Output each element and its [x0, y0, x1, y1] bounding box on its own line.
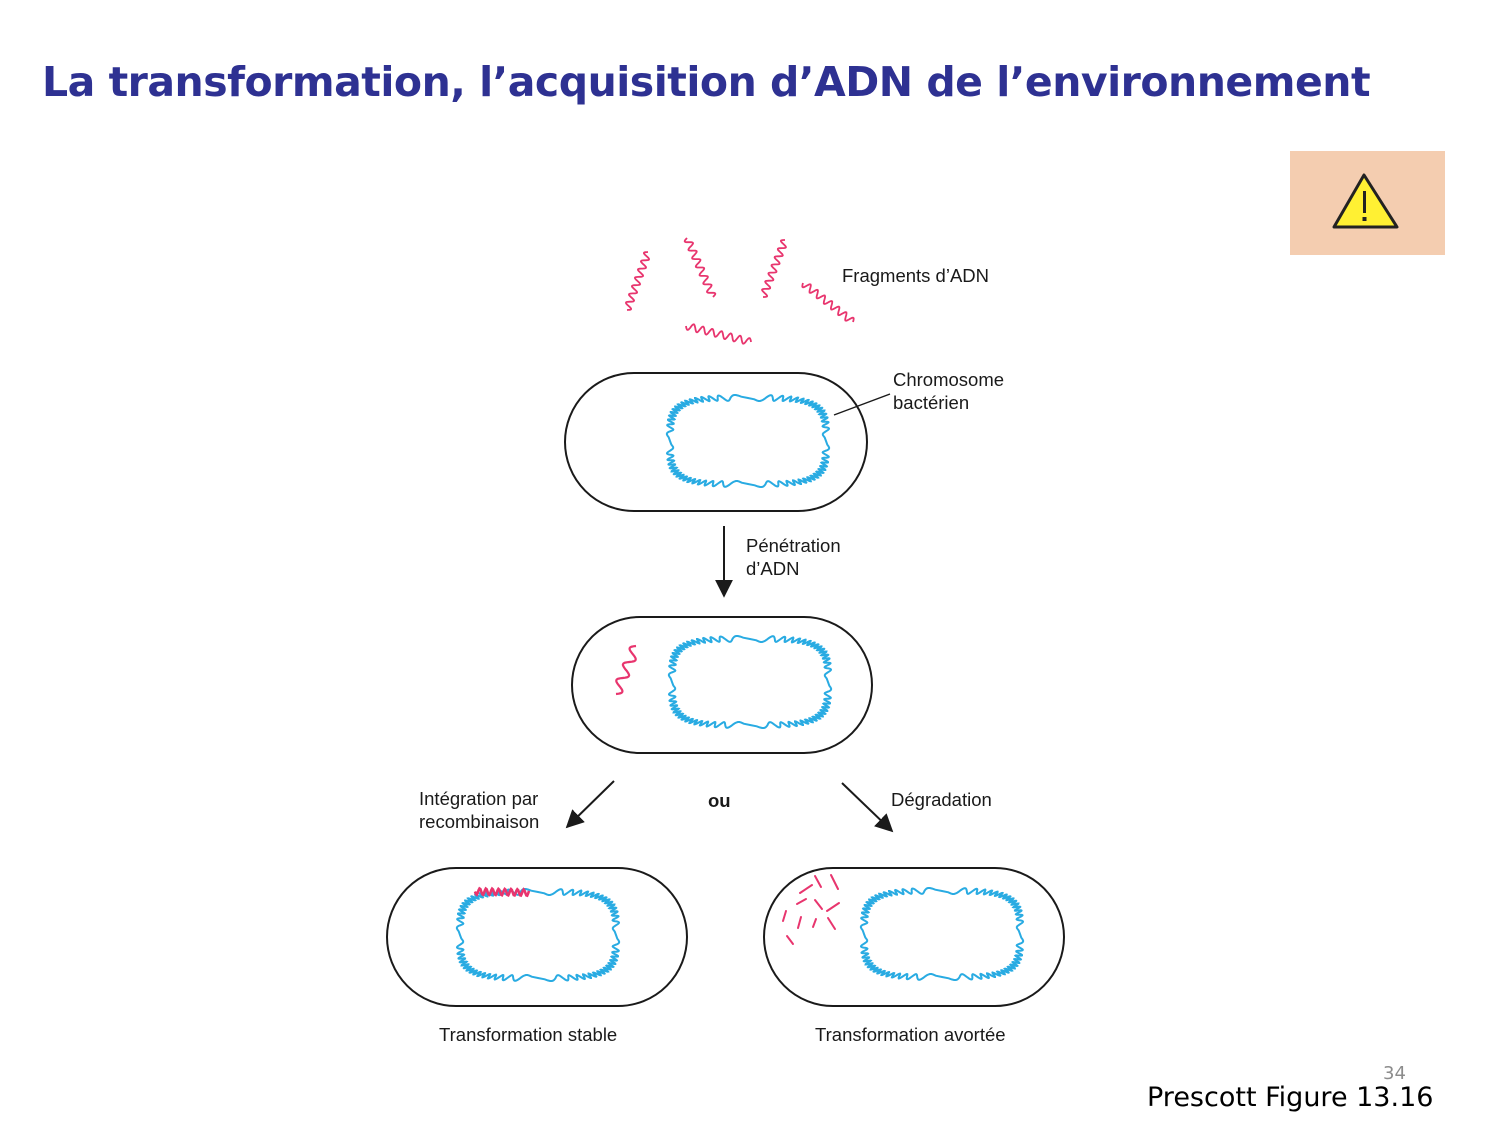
- dna-piece: [814, 875, 822, 888]
- warning-badge: [1290, 151, 1445, 255]
- dna-fragment: [685, 323, 752, 345]
- dna-piece: [827, 917, 836, 930]
- dna-piece: [830, 874, 839, 890]
- bacterium-aborted-transformation: [763, 867, 1065, 1007]
- warning-triangle-icon: [1332, 173, 1399, 229]
- degradation-arrow: [841, 782, 894, 833]
- dna-fragment: [615, 644, 637, 696]
- integration-arrow: [565, 780, 615, 829]
- dna-piece: [812, 918, 817, 928]
- dna-fragments: [625, 237, 855, 345]
- dna-fragment: [761, 239, 787, 298]
- label-or: ou: [708, 790, 731, 811]
- dna-fragment: [801, 282, 855, 323]
- dna-piece: [814, 899, 823, 910]
- dna-piece: [786, 935, 794, 945]
- label-penetration-line1: Pénétration: [746, 535, 841, 556]
- degraded-dna-pieces: [782, 874, 840, 945]
- dna-piece: [799, 884, 813, 894]
- bacterium-with-dna: [571, 616, 873, 754]
- chromosome-strand: [665, 394, 831, 488]
- bacterial-chromosome: [665, 394, 831, 488]
- chromosome-pointer-line: [833, 393, 891, 416]
- dna-fragment: [625, 251, 650, 311]
- dna-piece: [826, 902, 840, 912]
- chromosome-strand: [859, 887, 1025, 981]
- label-dna-fragments: Fragments d’ADN: [842, 265, 989, 286]
- dna-piece: [782, 910, 787, 922]
- page-number: 34: [1383, 1063, 1406, 1084]
- label-chromosome-line1: Chromosome: [893, 369, 1004, 390]
- label-chromosome-line2: bactérien: [893, 392, 969, 413]
- chromosome-strand: [455, 888, 621, 982]
- slide-title: La transformation, l’acquisition d’ADN d…: [42, 58, 1371, 106]
- bacterium-stable-transformation: [386, 867, 688, 1007]
- entered-dna-fragment: [615, 644, 637, 696]
- label-integration-line2: recombinaison: [419, 811, 539, 832]
- chromosome-strand: [667, 635, 833, 729]
- dna-piece: [797, 916, 802, 929]
- recombinant-chromosome: [455, 886, 621, 982]
- bacterium-initial: [564, 372, 891, 512]
- label-degradation: Dégradation: [891, 789, 992, 810]
- integrated-dna-segment: [473, 886, 531, 898]
- dna-piece: [796, 898, 807, 905]
- label-penetration-line2: d’ADN: [746, 558, 799, 579]
- source-caption: Prescott Figure 13.16: [1147, 1082, 1434, 1113]
- label-stable-transformation: Transformation stable: [439, 1024, 617, 1045]
- bacterial-chromosome: [859, 887, 1025, 981]
- label-integration-line1: Intégration par: [419, 788, 538, 809]
- dna-fragment: [683, 237, 717, 298]
- label-aborted-transformation: Transformation avortée: [815, 1024, 1006, 1045]
- bacterial-chromosome: [667, 635, 833, 729]
